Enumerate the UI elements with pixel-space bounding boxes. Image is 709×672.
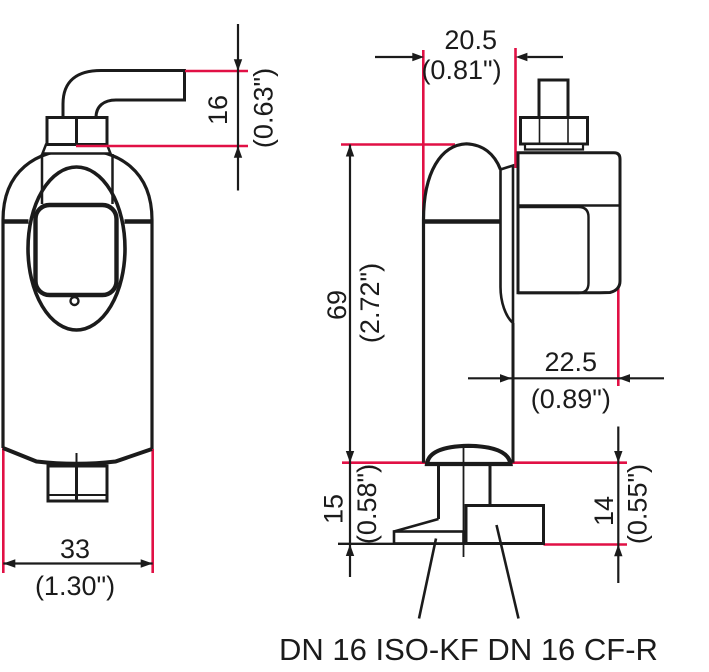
cable-elbow-outer [61, 69, 185, 118]
side-body-outline [421, 142, 502, 463]
dim-33-arrow-right [140, 559, 153, 568]
flange-type-label: DN 16 ISO-KF DN 16 CF-R [279, 632, 658, 667]
dimension-20-5: 20.5 (0.81") [375, 25, 563, 85]
leader-iso-kf [417, 538, 438, 619]
iso-kf-flange-ring [392, 530, 465, 545]
cf-r-flange [464, 504, 545, 545]
display-window [33, 202, 119, 298]
dim-16-mm: 16 [203, 95, 233, 125]
mounting-blade [499, 163, 515, 326]
front-view-details [2, 154, 153, 503]
connector-hex-nut [519, 116, 589, 146]
connector-housing [516, 151, 622, 295]
connector-washer [523, 142, 585, 151]
dim-33-inch: (1.30") [35, 571, 115, 601]
dimension-16: 16 (0.63") [203, 24, 279, 191]
dim-14-mm: 14 [589, 496, 619, 526]
dim-15-arrow-bottom [345, 544, 355, 556]
dimension-22-5: 22.5 (0.89") [468, 347, 664, 414]
dim-14-arrow-top [614, 451, 623, 463]
dim-33-arrow-left [3, 559, 16, 568]
front-view [1, 69, 186, 449]
dim-69-arrow-bottom [345, 451, 355, 463]
connector-cable-stub [537, 78, 570, 120]
dim-15-mm: 15 [319, 494, 349, 524]
dimension-33: 33 (1.30") [3, 534, 153, 601]
dim-14-arrow-bottom [614, 544, 623, 557]
dim-69-inch: (2.72") [355, 263, 385, 343]
status-led [69, 295, 80, 307]
dim-225-mm: 22.5 [545, 347, 598, 377]
dim-225-arrow-left [500, 374, 512, 383]
sensor-dome-bump [424, 443, 513, 467]
dim-16-arrow-top [233, 59, 243, 71]
dim-69-arrow-top [345, 144, 355, 157]
dim-205-mm: 20.5 [444, 25, 497, 55]
dim-205-arrow-right [515, 52, 528, 62]
dim-16-inch: (0.63") [249, 68, 279, 148]
extension-lines [1, 48, 627, 573]
dim-15-inch: (0.58") [352, 464, 382, 544]
dim-225-inch: (0.89") [531, 384, 611, 414]
dim-225-arrow-right [618, 374, 630, 383]
dim-16-arrow-bottom [233, 146, 243, 158]
dim-14-inch: (0.55") [623, 464, 653, 544]
side-view [338, 78, 622, 619]
cable-elbow-inner [94, 98, 183, 118]
dim-33-mm: 33 [60, 534, 90, 564]
connector-inner-block [518, 205, 590, 295]
front-bezel-oval [26, 165, 127, 332]
dimension-14: 14 (0.55") [589, 426, 653, 583]
leader-cf-r [495, 524, 520, 619]
dimension-69-and-15: 69 (2.72") 15 (0.58") [319, 144, 385, 577]
iso-kf-flange-slant [393, 517, 439, 533]
dim-69-mm: 69 [322, 290, 352, 320]
dim-205-arrow-left [412, 52, 424, 62]
dim-205-inch: (0.81") [421, 55, 501, 85]
